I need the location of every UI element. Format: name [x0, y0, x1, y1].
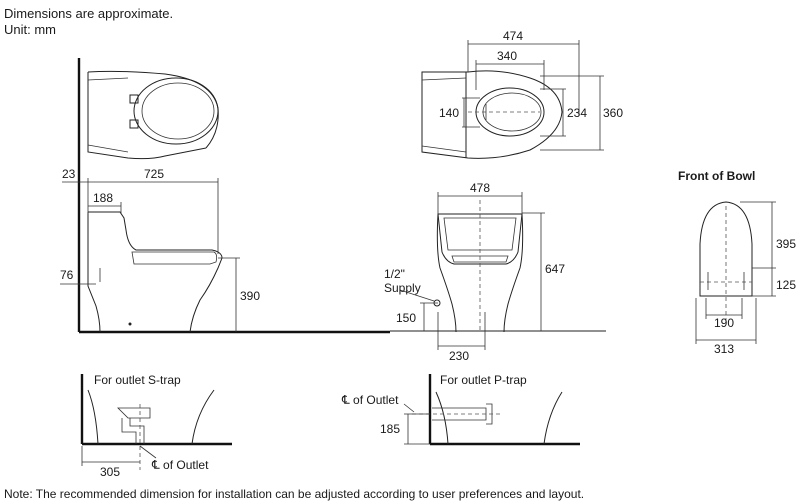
header-unit: Unit: mm	[4, 22, 56, 37]
dim-76: 76	[60, 268, 74, 282]
dim-725: 725	[144, 167, 164, 181]
header-note-approximate: Dimensions are approximate.	[4, 6, 173, 21]
bowl-front-view: Front of Bowl 395 125 190 313	[678, 169, 796, 356]
dim-360: 360	[603, 106, 623, 120]
dim-230: 230	[449, 349, 469, 363]
dim-390: 390	[240, 289, 260, 303]
p-trap-view: For outlet P-trap ℄ of Outlet 185	[341, 373, 580, 446]
dim-478: 478	[470, 181, 490, 195]
front-view: 478 647 230 1/2" Supply 150	[384, 181, 565, 363]
dim-340: 340	[497, 49, 517, 63]
s-trap-title: For outlet S-trap	[94, 373, 181, 387]
dim-305: 305	[100, 465, 120, 479]
supply-label: Supply	[384, 281, 421, 295]
dim-150: 150	[396, 311, 416, 325]
p-trap-title: For outlet P-trap	[440, 373, 527, 387]
supply-label-size: 1/2"	[384, 267, 405, 281]
dim-474: 474	[503, 29, 523, 43]
s-trap-view: For outlet S-trap ℄ of Outlet 305	[80, 373, 232, 479]
top-view: 474 340 360 234 140	[421, 29, 623, 159]
footer-note: Note: The recommended dimension for inst…	[4, 487, 584, 501]
dim-234: 234	[567, 106, 587, 120]
dim-313: 313	[714, 342, 734, 356]
dim-395: 395	[776, 237, 796, 251]
side-view: 725 23 188 76 390	[60, 58, 606, 334]
p-trap-outlet-label: ℄ of Outlet	[341, 393, 399, 407]
dim-188: 188	[93, 191, 113, 205]
bowl-front-title: Front of Bowl	[678, 169, 755, 183]
dim-23: 23	[62, 167, 76, 181]
dim-647: 647	[545, 262, 565, 276]
dim-140: 140	[439, 106, 459, 120]
dim-185: 185	[380, 422, 400, 436]
s-trap-outlet-label: ℄ of Outlet	[151, 458, 209, 472]
dim-190: 190	[714, 316, 734, 330]
dim-125: 125	[776, 278, 796, 292]
